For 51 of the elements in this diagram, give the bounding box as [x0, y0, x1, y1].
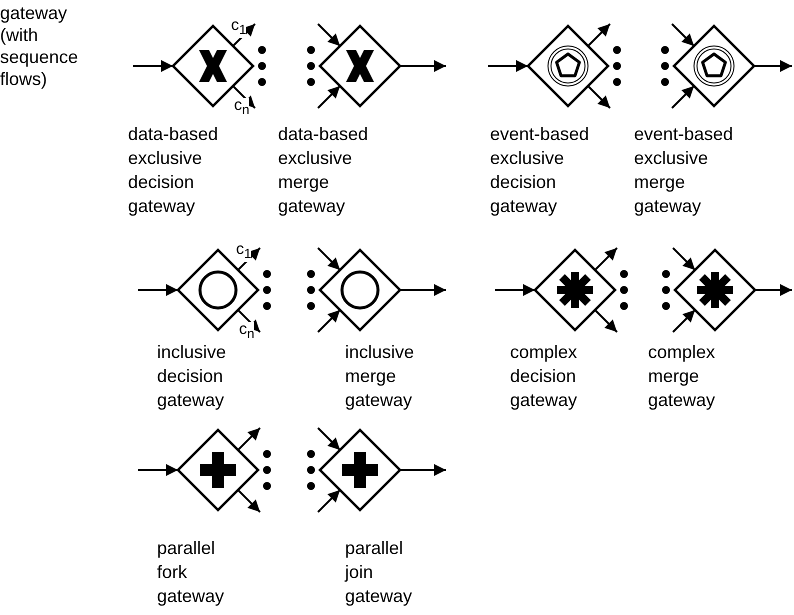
arrow [232, 85, 256, 109]
node-label: event-based exclusive merge gateway [634, 123, 734, 218]
arrow [754, 60, 792, 72]
gateway-diamond [533, 248, 617, 332]
arrow [672, 309, 696, 333]
gateway-diamond [318, 24, 402, 108]
gateway-diamond [318, 248, 402, 332]
arrow [672, 247, 696, 271]
node-label: complex decision gateway [510, 341, 578, 412]
arrow [400, 284, 446, 296]
node-label: event-based exclusive decision gateway [490, 123, 590, 218]
gateway-diamond [526, 24, 610, 108]
arrow [237, 309, 261, 333]
arrow [755, 284, 792, 296]
gateway-diamond [318, 428, 402, 512]
arrow [587, 85, 611, 109]
arrow [400, 60, 446, 72]
text-label: gateway (with sequence flows) [0, 2, 80, 90]
arrow [671, 23, 695, 47]
node-label: parallel join gateway [345, 537, 414, 608]
node-label: complex merge gateway [648, 341, 716, 412]
arrow [671, 85, 695, 109]
arrow [232, 23, 256, 47]
node-label: data-based exclusive merge gateway [278, 123, 370, 218]
arrow [317, 489, 341, 513]
gateway-diamond [176, 428, 260, 512]
arrow [317, 309, 341, 333]
arrow [594, 247, 618, 271]
node-label: inclusive merge gateway [345, 341, 416, 412]
gateway-diamond [672, 24, 756, 108]
arrow [317, 427, 341, 451]
edge-label: c$_{1}$ [236, 242, 252, 262]
gateway-diamond [673, 248, 757, 332]
arrow [317, 247, 341, 271]
arrow [317, 23, 341, 47]
arrow [133, 60, 173, 72]
arrow [317, 85, 341, 109]
arrow [495, 284, 535, 296]
arrow [400, 464, 446, 476]
arrow [237, 247, 261, 271]
arrow [594, 309, 618, 333]
edge-label: c$_{1}$ [231, 18, 246, 38]
arrow [138, 464, 178, 476]
node-label: inclusive decision gateway [157, 341, 228, 412]
arrow [237, 427, 261, 451]
node-label: data-based exclusive decision gateway [128, 123, 220, 218]
arrow [237, 489, 261, 513]
arrow [488, 60, 528, 72]
node-label: parallel fork gateway [157, 537, 226, 608]
arrow [138, 284, 178, 296]
arrow [587, 23, 611, 47]
